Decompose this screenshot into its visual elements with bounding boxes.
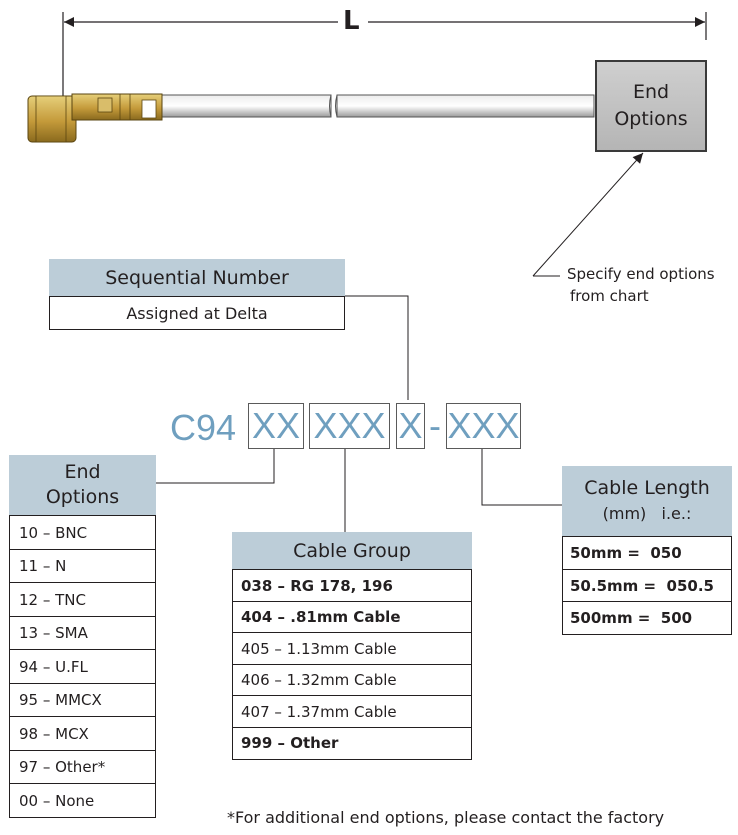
- end-option-row: 00 – None: [9, 783, 156, 818]
- part-number-seg-sequential: X: [396, 403, 425, 449]
- cable-group-row: 404 – .81mm Cable: [232, 600, 472, 634]
- part-number-seg-cable-length: XXX: [446, 403, 521, 449]
- cable-group-header: Cable Group: [232, 532, 472, 569]
- cable-group-row: 038 – RG 178, 196: [232, 569, 472, 602]
- seg2-text: XXX: [313, 405, 386, 446]
- cable-group-list: 038 – RG 178, 196 404 – .81mm Cable 405 …: [232, 569, 472, 760]
- end-option-row: 97 – Other*: [9, 749, 156, 785]
- callout-leader: [532, 152, 644, 277]
- sequential-header: Sequential Number: [49, 259, 345, 296]
- cable-length-list: 50mm = 050 50.5mm = 050.5 500mm = 500: [562, 536, 732, 635]
- seg4-text: XXX: [447, 405, 520, 446]
- cable: [159, 94, 595, 118]
- end-options-header-line2: Options: [45, 486, 120, 508]
- cable-length-header-line1: Cable Length: [584, 477, 710, 499]
- end-box-line2: Options: [614, 108, 688, 130]
- cable-length-header: Cable Length (mm) i.e.:: [562, 466, 732, 536]
- dimension-line: [62, 12, 707, 102]
- seg3-text: X: [398, 405, 423, 446]
- part-number-dash: -: [429, 405, 441, 446]
- cable-group-row: 405 – 1.13mm Cable: [232, 632, 472, 665]
- cable-length-leader: [481, 449, 562, 506]
- connector-icon: [27, 93, 163, 143]
- end-option-row: 10 – BNC: [9, 515, 156, 550]
- part-number-prefix: C94: [170, 407, 237, 448]
- cable-length-row: 50.5mm = 050.5: [562, 568, 732, 603]
- part-number-seg-cable-group: XXX: [309, 403, 390, 449]
- end-box-line1: End: [632, 81, 670, 103]
- cable-group-row: 407 – 1.37mm Cable: [232, 695, 472, 728]
- part-number-seg-end-options: XX: [248, 403, 304, 449]
- cable-length-row: 50mm = 050: [562, 536, 732, 570]
- end-option-row: 11 – N: [9, 548, 156, 584]
- callout-line1: Specify end options: [567, 265, 715, 283]
- end-option-row: 12 – TNC: [9, 582, 156, 617]
- seg1-text: XX: [251, 405, 301, 446]
- cable-group-row: 999 – Other: [232, 726, 472, 760]
- footnote: *For additional end options, please cont…: [227, 808, 665, 827]
- cable-length-row: 500mm = 500: [562, 601, 732, 635]
- end-options-leader: [156, 449, 275, 484]
- end-options-box: End Options: [595, 60, 707, 152]
- cable-group-row: 406 – 1.32mm Cable: [232, 663, 472, 697]
- end-option-row: 95 – MMCX: [9, 682, 156, 718]
- callout-line2: from chart: [570, 287, 649, 305]
- sequential-value: Assigned at Delta: [49, 296, 345, 330]
- end-option-row: 98 – MCX: [9, 716, 156, 751]
- end-options-header: End Options: [9, 455, 156, 515]
- end-options-header-line1: End: [64, 461, 101, 483]
- cable-length-header-sub: (mm) i.e.:: [602, 504, 692, 523]
- end-option-row: 94 – U.FL: [9, 649, 156, 684]
- end-options-list: 10 – BNC 11 – N 12 – TNC 13 – SMA 94 – U…: [9, 515, 156, 818]
- dimension-label: L: [343, 6, 360, 36]
- end-option-row: 13 – SMA: [9, 615, 156, 651]
- callout-text: Specify end options from chart: [567, 263, 715, 307]
- sequential-leader: [345, 295, 409, 400]
